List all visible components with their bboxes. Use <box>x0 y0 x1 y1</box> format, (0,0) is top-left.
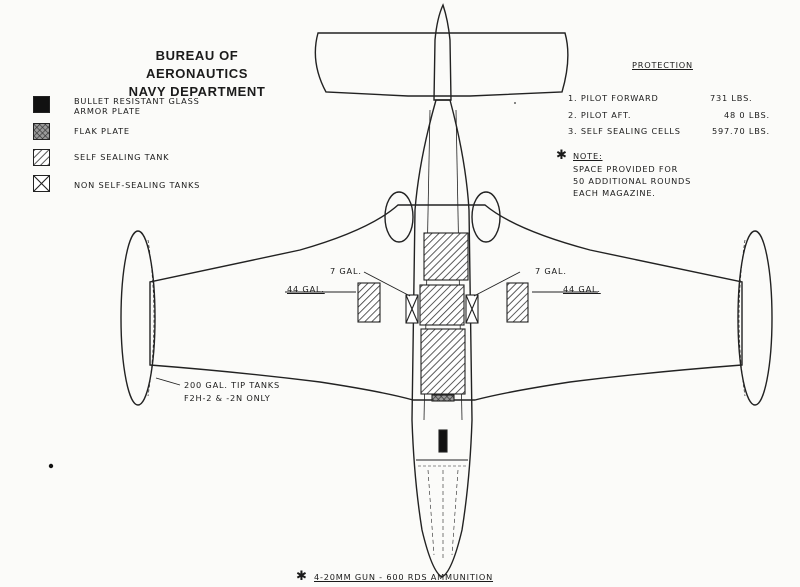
note-marker: ✱ <box>556 148 567 163</box>
flak-plate <box>431 394 455 402</box>
fuselage <box>411 99 473 578</box>
legend-swatch-non-self-sealing <box>33 175 50 192</box>
left-engine-nacelle <box>384 191 414 243</box>
label-left-small-tank: 7 GAL. <box>330 266 362 276</box>
speck-mark <box>48 463 54 469</box>
legend-label-non-self-sealing: NON SELF-SEALING TANKS <box>74 180 201 190</box>
protection-item-1-label: 1. PILOT FORWARD <box>568 93 659 103</box>
armor-plate <box>438 429 448 453</box>
horizontal-stabilizer <box>314 32 569 97</box>
right-wing-tank <box>506 282 529 323</box>
protection-item-2-value: 48 0 LBS. <box>724 110 770 120</box>
left-tip-tank <box>120 230 156 406</box>
note-line-3: EACH MAGAZINE. <box>573 188 656 198</box>
main-wing <box>149 204 743 401</box>
legend-swatch-armor <box>33 96 50 113</box>
note-line-2: 50 ADDITIONAL ROUNDS <box>573 176 692 186</box>
label-right-wing-tank: 44 GAL. <box>563 284 601 294</box>
fuselage-tank-forward <box>423 232 469 281</box>
right-tip-tank <box>737 230 773 406</box>
left-wing-tank <box>357 282 381 323</box>
speck-mark <box>514 102 516 104</box>
protection-item-1-value: 731 LBS. <box>710 93 753 103</box>
right-engine-nacelle <box>471 191 501 243</box>
label-left-wing-tank: 44 GAL. <box>287 284 325 294</box>
legend-label-self-sealing: SELF SEALING TANK <box>74 152 170 162</box>
legend-label-armor: BULLET RESISTANT GLASS ARMOR PLATE <box>74 96 200 116</box>
legend-swatch-self-sealing <box>33 149 50 166</box>
tip-tank-label-line-1: 200 GAL. TIP TANKS <box>184 380 280 390</box>
footer-gun-note: 4-20MM GUN - 600 RDS AMMUNITION <box>314 572 494 582</box>
legend-swatch-flak <box>33 123 50 140</box>
protection-item-3-value: 597.70 LBS. <box>712 126 770 136</box>
protection-item-2-label: 2. PILOT AFT. <box>568 110 632 120</box>
header-line-1: BUREAU OF AERONAUTICS <box>146 48 248 81</box>
fuselage-tank-middle <box>419 284 465 326</box>
header-line-2: NAVY DEPARTMENT <box>128 84 266 99</box>
label-right-small-tank: 7 GAL. <box>535 266 567 276</box>
note-title: NOTE: <box>573 151 603 161</box>
header-title: BUREAU OF AERONAUTICS NAVY DEPARTMENT <box>112 47 282 101</box>
protection-title: PROTECTION <box>632 60 693 70</box>
note-line-1: SPACE PROVIDED FOR <box>573 164 679 174</box>
legend-label-flak: FLAK PLATE <box>74 126 130 136</box>
vertical-fin <box>433 3 452 101</box>
protection-item-3-label: 3. SELF SEALING CELLS <box>568 126 681 136</box>
tip-tank-label-line-2: F2H-2 & -2N ONLY <box>184 393 271 403</box>
footer-marker: ✱ <box>296 569 307 584</box>
fuselage-tank-aft <box>420 328 466 395</box>
